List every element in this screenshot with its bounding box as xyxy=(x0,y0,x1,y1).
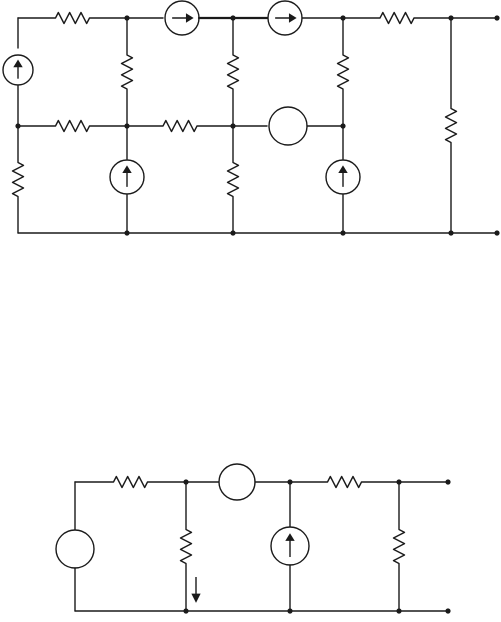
down-arrow-icon xyxy=(192,577,200,602)
resistor xyxy=(338,18,349,126)
terminal-dot xyxy=(494,15,499,20)
resistor xyxy=(228,18,239,126)
current-source xyxy=(3,55,33,85)
junction-dot xyxy=(230,230,235,235)
upper-circuit-diagram xyxy=(3,1,500,236)
resistor xyxy=(446,18,457,233)
resistor xyxy=(122,18,133,126)
source-circle xyxy=(219,464,255,500)
resistor xyxy=(343,13,451,24)
source xyxy=(269,107,307,145)
junction-dot xyxy=(340,15,345,20)
resistor xyxy=(75,477,186,488)
source-circle xyxy=(56,530,94,568)
resistor xyxy=(18,121,127,132)
junction-dot xyxy=(396,479,401,484)
resistor xyxy=(13,126,24,233)
junction-dot xyxy=(183,479,188,484)
resistor xyxy=(127,121,233,132)
resistor xyxy=(18,13,127,24)
terminal-dot xyxy=(494,230,499,235)
resistor xyxy=(394,482,405,611)
current-source xyxy=(326,160,360,194)
junction-dot xyxy=(124,123,129,128)
terminal-dot xyxy=(445,608,450,613)
current-source xyxy=(268,1,302,35)
junction-dot xyxy=(15,123,20,128)
junction-dot xyxy=(287,608,292,613)
source xyxy=(219,464,255,500)
current-source xyxy=(110,160,144,194)
current-source xyxy=(271,527,309,565)
junction-dot xyxy=(340,123,345,128)
current-source xyxy=(165,1,199,35)
junction-dot xyxy=(124,230,129,235)
junction-dot xyxy=(183,608,188,613)
junction-dot xyxy=(448,15,453,20)
junction-dot xyxy=(124,15,129,20)
terminal-dot xyxy=(445,479,450,484)
source-circle xyxy=(269,107,307,145)
junction-dot xyxy=(396,608,401,613)
junction-dot xyxy=(340,230,345,235)
resistor xyxy=(181,482,192,611)
source xyxy=(56,530,94,568)
resistor xyxy=(290,477,399,488)
junction-dot xyxy=(230,15,235,20)
arrow-head xyxy=(192,594,200,602)
junction-dot xyxy=(448,230,453,235)
lower-circuit-diagram xyxy=(56,464,451,614)
junction-dot xyxy=(287,479,292,484)
junction-dot xyxy=(230,123,235,128)
resistor xyxy=(228,126,239,233)
